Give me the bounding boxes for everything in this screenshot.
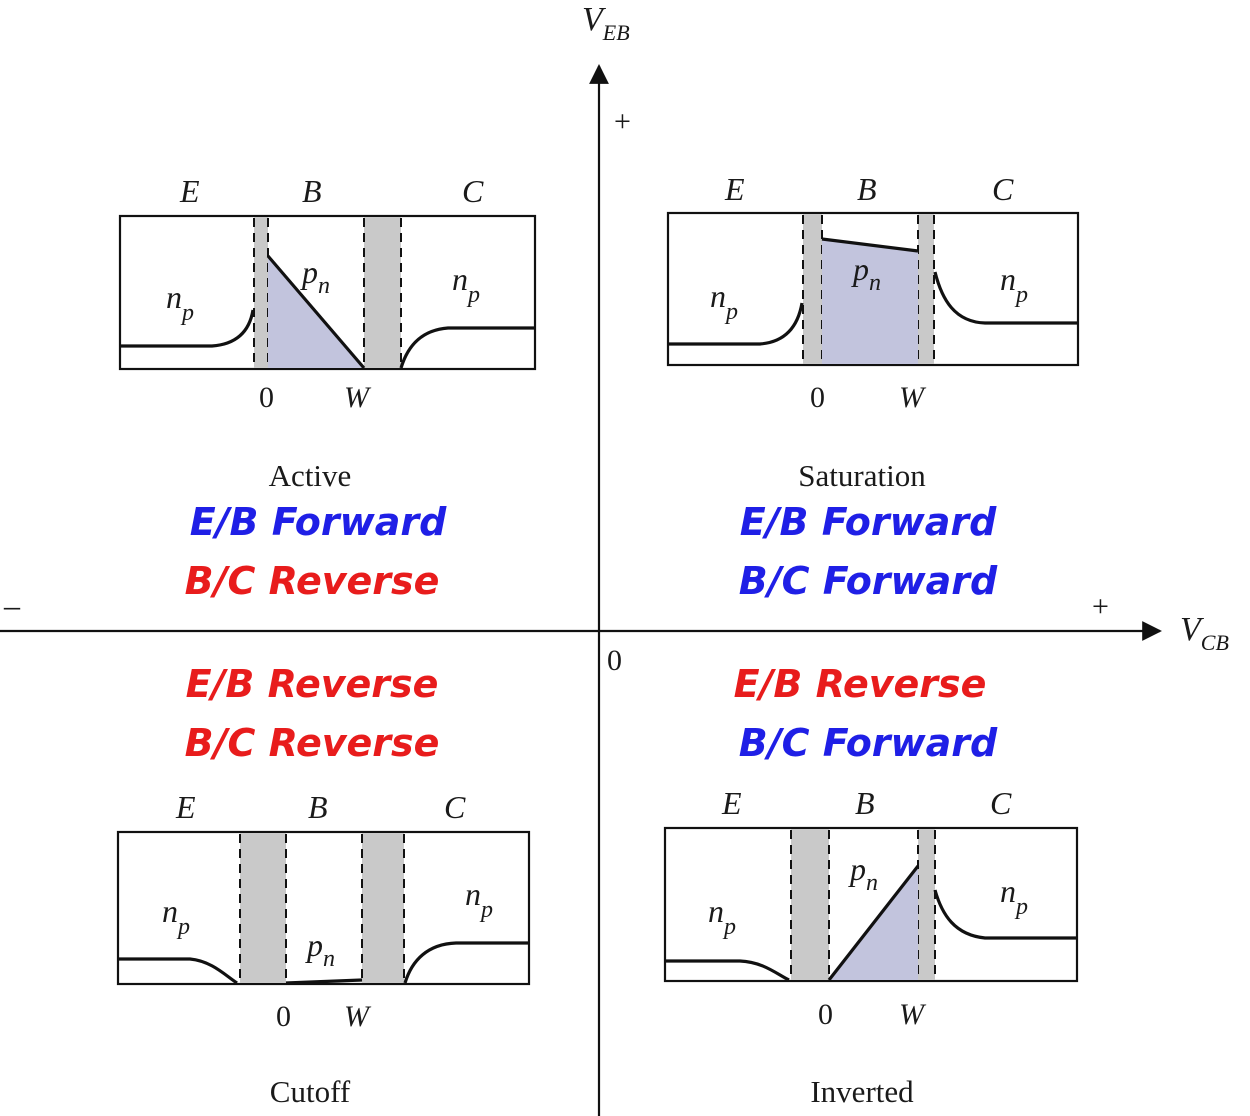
collector-minority-curve xyxy=(399,326,534,369)
saturation-bc-junction-status: B/C Forward xyxy=(739,559,998,603)
saturation-base-minority-shading xyxy=(822,239,918,364)
inverted-mode-title: Inverted xyxy=(810,1074,914,1109)
base-label: B xyxy=(857,171,877,207)
saturation-mode-title: Saturation xyxy=(798,458,926,493)
tick-w: W xyxy=(899,998,927,1031)
bc-depletion-region xyxy=(364,217,401,368)
tick-zero: 0 xyxy=(810,381,825,414)
np-label: np xyxy=(1000,261,1028,308)
tick-zero: 0 xyxy=(259,381,274,414)
emitter-minority-curve xyxy=(121,309,255,348)
active-bc-junction-status: B/C Reverse xyxy=(185,559,440,603)
np-label: np xyxy=(710,278,738,325)
np-label: np xyxy=(1000,873,1028,920)
bc-depletion-region xyxy=(918,829,935,980)
tick-w: W xyxy=(344,381,372,414)
tick-w: W xyxy=(344,1000,372,1033)
cutoff-mode-title: Cutoff xyxy=(270,1074,351,1109)
base-label: B xyxy=(308,789,328,825)
collector-label: C xyxy=(992,171,1014,207)
emitter-minority-curve xyxy=(119,957,238,985)
veb-plus-sign: + xyxy=(614,105,631,138)
saturation-eb-junction-status: E/B Forward xyxy=(740,500,997,544)
np-label: np xyxy=(465,876,493,923)
emitter-label: E xyxy=(179,173,200,209)
base-label: B xyxy=(302,173,322,209)
tick-zero: 0 xyxy=(276,1000,291,1033)
active-eb-junction-status: E/B Forward xyxy=(190,500,447,544)
eb-depletion-region xyxy=(254,217,268,368)
base-minority-profile xyxy=(285,978,363,985)
np-label: np xyxy=(162,893,190,940)
pn-label: pn xyxy=(851,251,881,296)
veb-axis-label: VEB xyxy=(582,1,630,45)
np-label: np xyxy=(166,279,194,326)
emitter-minority-curve xyxy=(666,959,790,982)
vcb-plus-sign: + xyxy=(1092,590,1109,623)
inverted-quadrant: E/B Reverse B/C Forward E B C np pn np 0… xyxy=(663,662,1079,1109)
cutoff-bc-junction-status: B/C Reverse xyxy=(185,721,440,765)
cutoff-eb-junction-status: E/B Reverse xyxy=(186,662,439,706)
eb-depletion-region xyxy=(803,214,822,364)
collector-minority-curve xyxy=(933,271,1077,325)
bc-depletion-region xyxy=(362,833,404,983)
bc-depletion-region xyxy=(918,214,934,364)
active-mode-title: Active xyxy=(269,458,352,493)
np-label: np xyxy=(452,261,480,308)
emitter-label: E xyxy=(724,171,745,207)
pn-label: pn xyxy=(848,851,878,896)
collector-minority-curve xyxy=(403,941,528,984)
eb-depletion-region xyxy=(240,833,286,983)
collector-minority-curve xyxy=(933,889,1076,940)
inverted-eb-junction-status: E/B Reverse xyxy=(734,662,987,706)
emitter-minority-curve xyxy=(669,302,804,346)
pn-label: pn xyxy=(305,927,335,972)
pn-label: pn xyxy=(300,254,330,299)
emitter-label: E xyxy=(175,789,196,825)
vcb-axis-label: VCB xyxy=(1180,611,1229,655)
collector-label: C xyxy=(990,785,1012,821)
eb-depletion-region xyxy=(791,829,829,980)
tick-zero: 0 xyxy=(818,998,833,1031)
origin-label: 0 xyxy=(607,644,622,677)
tick-w: W xyxy=(899,381,927,414)
saturation-quadrant: E B C np pn np 0 W Saturation E/B Forwar… xyxy=(666,171,1080,603)
emitter-label: E xyxy=(721,785,742,821)
base-minority-profile xyxy=(827,865,920,981)
base-minority-profile xyxy=(821,237,919,253)
vcb-minus-sign: – xyxy=(3,587,21,623)
collector-label: C xyxy=(444,789,466,825)
base-minority-profile xyxy=(266,254,366,370)
base-label: B xyxy=(855,785,875,821)
collector-label: C xyxy=(462,173,484,209)
np-label: np xyxy=(708,893,736,940)
cutoff-quadrant: E/B Reverse B/C Reverse E B C np pn np 0… xyxy=(116,662,531,1109)
active-quadrant: E B C np pn np 0 W Active E/B Forward B/… xyxy=(118,173,537,603)
inverted-bc-junction-status: B/C Forward xyxy=(739,721,998,765)
